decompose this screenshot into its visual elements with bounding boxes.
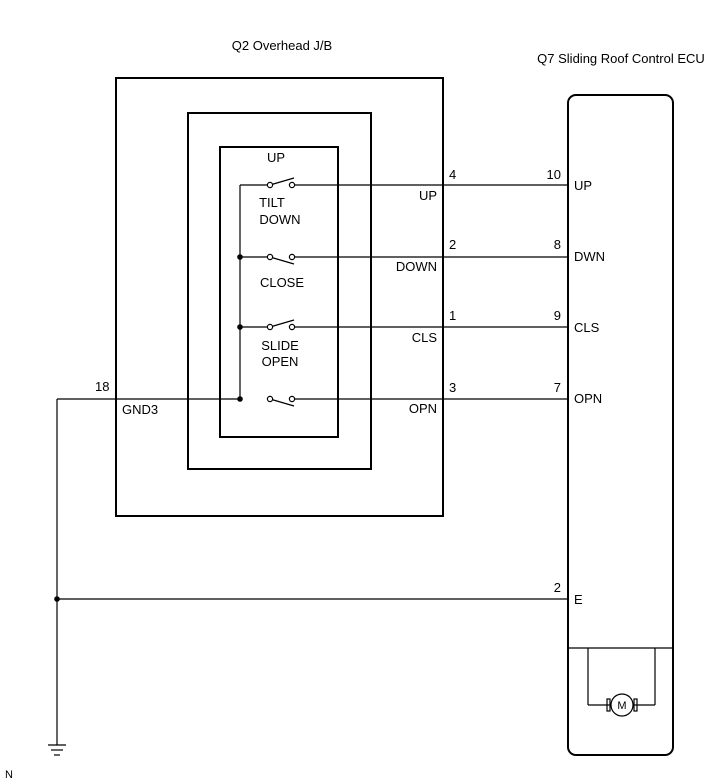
ecu-pin-dwn: 8 — [554, 237, 561, 252]
switch-label-tilt: TILT — [259, 195, 285, 210]
switch-label-slide: SLIDE — [261, 338, 299, 353]
motor-icon: M — [587, 648, 656, 717]
switch-group-label: UP — [267, 150, 285, 165]
jb-label-down: DOWN — [396, 259, 437, 274]
ecu-title: Q7 Sliding Roof Control ECU — [537, 51, 705, 66]
ground-junction-dot — [54, 596, 60, 602]
switch-label-close: CLOSE — [260, 275, 304, 290]
switch-down — [266, 253, 296, 265]
ecu-label-up: UP — [574, 178, 592, 193]
gnd-pin: 18 — [95, 379, 109, 394]
jb-pin-cls: 1 — [449, 308, 456, 323]
ground-icon — [48, 744, 66, 756]
junction-block-outer-box — [115, 77, 444, 517]
rail-junction-dot — [237, 324, 243, 330]
switch-label-down: DOWN — [259, 212, 300, 227]
switch-close — [266, 319, 296, 331]
ecu-label-e: E — [574, 592, 583, 607]
jb-label-opn: OPN — [409, 401, 437, 416]
jb-label-up: UP — [419, 188, 437, 203]
ecu-pin-up: 10 — [547, 167, 561, 182]
switch-open — [266, 395, 296, 407]
motor-label: M — [617, 700, 626, 712]
jb-pin-up: 4 — [449, 167, 456, 182]
junction-block-middle-box — [187, 112, 372, 470]
footnote: N — [5, 769, 13, 781]
ecu-pin-opn: 7 — [554, 380, 561, 395]
ecu-label-cls: CLS — [574, 320, 600, 335]
ecu-pin-e: 2 — [554, 580, 561, 595]
ecu-pin-cls: 9 — [554, 308, 561, 323]
jb-pin-opn: 3 — [449, 380, 456, 395]
switch-up — [266, 177, 296, 189]
jb-pin-down: 2 — [449, 237, 456, 252]
rail-junction-dot — [237, 254, 243, 260]
junction-block-title: Q2 Overhead J/B — [232, 38, 332, 53]
gnd-label: GND3 — [122, 402, 158, 417]
jb-label-cls: CLS — [412, 330, 438, 345]
ecu-label-opn: OPN — [574, 391, 602, 406]
switch-assembly-box — [219, 146, 339, 438]
ecu-box — [567, 94, 674, 756]
switch-label-open: OPEN — [262, 354, 299, 369]
ecu-label-dwn: DWN — [574, 249, 605, 264]
